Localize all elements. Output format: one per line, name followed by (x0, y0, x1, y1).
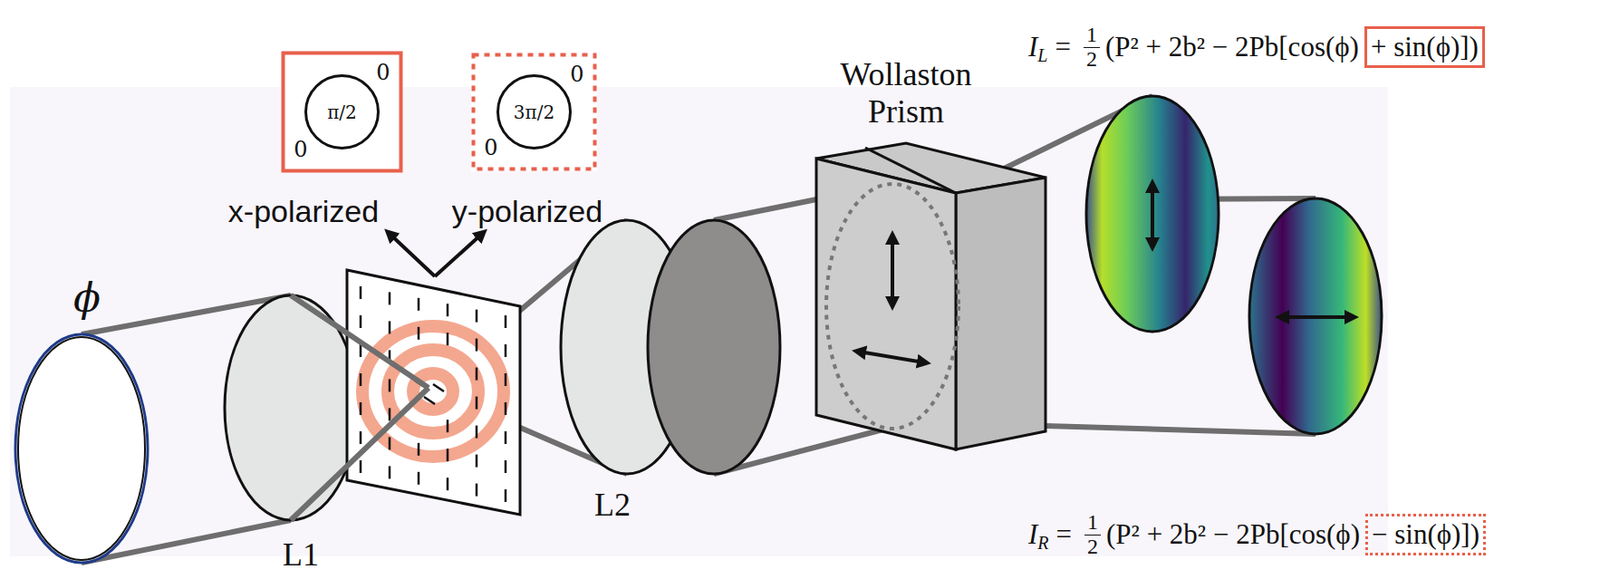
polarization-label: y-polarized (452, 193, 603, 230)
polarization-label: x-polarized (228, 193, 379, 230)
output-left (1086, 96, 1219, 332)
equation-symbol: = (1056, 518, 1072, 551)
equation-subscript: L (1037, 45, 1048, 67)
fraction-numerator: 1 (1083, 23, 1100, 48)
fraction-denominator: 2 (1087, 535, 1099, 559)
nanopillar-ticks (360, 286, 506, 502)
intensity-equation: IL=12(P² + 2b² − 2Pb[cos(ϕ)+ sin(ϕ)]) (1028, 23, 1485, 70)
lens-label: L1 (282, 535, 319, 574)
equation-body: (P² + 2b² − 2Pb[cos(ϕ) (1105, 30, 1360, 64)
highlighted-term: + sin(ϕ)]) (1364, 26, 1485, 68)
phase-box: 0 π/2 0 (280, 50, 404, 174)
phase-rings (362, 326, 504, 457)
fraction-denominator: 2 (1086, 48, 1098, 71)
intensity-equation: IR=12(P² + 2b² − 2Pb[cos(ϕ)− sin(ϕ)]) (1028, 510, 1486, 558)
phase-value: 3π/2 (513, 101, 555, 124)
phase-zero: 0 (293, 136, 308, 163)
highlighted-term: − sin(ϕ)]) (1365, 513, 1486, 556)
output-right (1249, 198, 1382, 434)
equation-symbol: I (1028, 518, 1038, 551)
fraction: 12 (1083, 23, 1100, 70)
phase-zero: 0 (569, 61, 584, 87)
y-pol-arrow (434, 233, 482, 277)
equation-symbol: I (1028, 30, 1038, 64)
component-label: Wollaston Prism (815, 56, 997, 132)
input-field (15, 334, 148, 563)
phase-zero: 0 (483, 134, 498, 161)
beam-lines (81, 96, 1316, 563)
equation-subscript: R (1037, 532, 1049, 554)
fraction-numerator: 1 (1084, 510, 1101, 535)
beam-footprint (826, 183, 959, 429)
phase-value: π/2 (327, 101, 357, 124)
equation-symbol: = (1054, 30, 1070, 64)
field-symbol: ϕ (73, 274, 101, 321)
background-panel (9, 86, 1388, 557)
wollaston-prism (816, 143, 1046, 450)
lens-l2-back (647, 220, 781, 474)
metasurface-mask (346, 269, 521, 515)
phase-box: 0 3π/2 0 (471, 52, 598, 172)
fraction: 12 (1084, 510, 1101, 558)
phase-zero: 0 (375, 59, 390, 86)
equation-body: (P² + 2b² − 2Pb[cos(ϕ) (1106, 518, 1360, 551)
lens-label: L2 (594, 485, 631, 524)
x-pol-arrow (389, 233, 435, 277)
